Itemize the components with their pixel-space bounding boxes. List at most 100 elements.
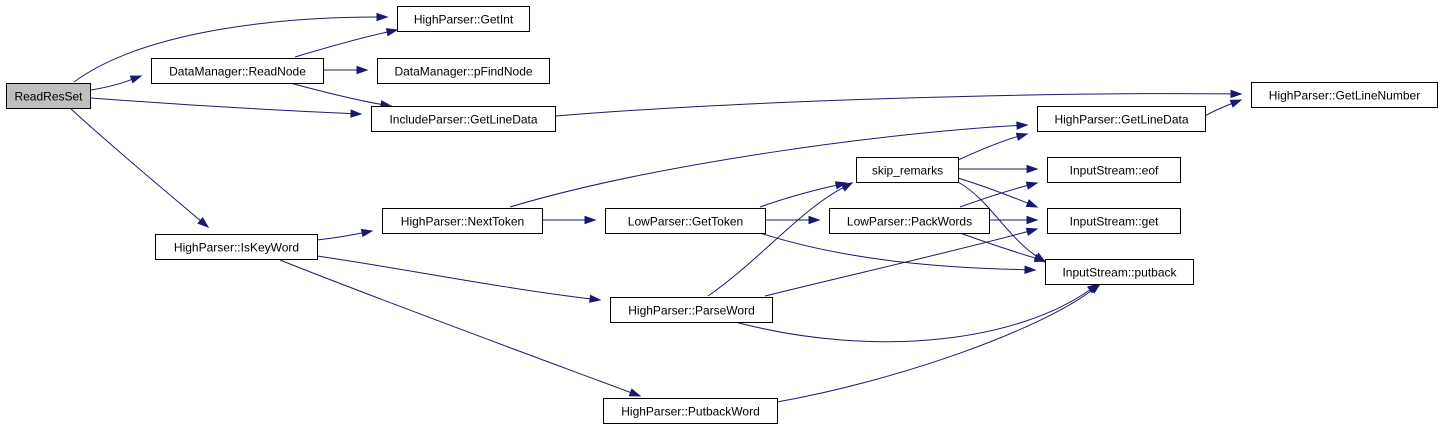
edge-hp-parseword-to-skip-remarks bbox=[707, 182, 854, 297]
node-box bbox=[856, 157, 959, 183]
node-is-get[interactable]: InputStream::get bbox=[1047, 208, 1181, 234]
arrowhead-icon bbox=[376, 12, 389, 22]
arrowhead-icon bbox=[628, 388, 642, 397]
node-label: HighParser::GetInt bbox=[414, 13, 514, 27]
edge-line bbox=[734, 288, 1091, 343]
arrowhead-icon bbox=[808, 215, 821, 225]
edge-line bbox=[764, 230, 1029, 297]
node-lp-packwords[interactable]: LowParser::PackWords bbox=[829, 208, 990, 234]
node-dm-readnode[interactable]: DataManager::ReadNode bbox=[151, 58, 324, 84]
edge-dm-readnode-to-dm-pfindnode bbox=[323, 65, 369, 75]
edge-hp-parseword-to-is-get bbox=[764, 227, 1039, 297]
edge-hp-nexttoken-to-hp-getlinedata bbox=[509, 121, 1029, 208]
node-hp-getint[interactable]: HighParser::GetInt bbox=[397, 6, 530, 32]
edge-line bbox=[959, 184, 1029, 208]
node-box bbox=[397, 6, 530, 32]
edge-hp-parseword-to-is-putback bbox=[734, 283, 1100, 343]
edge-line bbox=[959, 232, 1037, 259]
node-label: HighParser::IsKeyWord bbox=[174, 241, 299, 255]
node-skip-remarks[interactable]: skip_remarks bbox=[856, 157, 959, 183]
edge-readresset-to-dm-readnode bbox=[90, 75, 143, 91]
node-box bbox=[1045, 259, 1194, 285]
node-label: HighParser::GetLineData bbox=[1054, 113, 1188, 127]
node-dm-pfindnode[interactable]: DataManager::pFindNode bbox=[377, 58, 550, 84]
node-readresset[interactable]: ReadResSet bbox=[6, 83, 91, 109]
edge-line bbox=[707, 186, 845, 297]
node-label: InputStream::eof bbox=[1070, 164, 1159, 178]
arrowhead-icon bbox=[589, 294, 602, 303]
node-label: ReadResSet bbox=[14, 90, 83, 104]
node-box bbox=[377, 58, 550, 84]
arrowhead-icon bbox=[1016, 121, 1029, 130]
edge-line bbox=[509, 124, 1019, 208]
node-hp-putbackword[interactable]: HighParser::PutbackWord bbox=[603, 398, 778, 424]
edge-lp-gettoken-to-is-putback bbox=[759, 232, 1037, 274]
node-is-putback[interactable]: InputStream::putback bbox=[1045, 259, 1194, 285]
node-is-eof[interactable]: InputStream::eof bbox=[1047, 157, 1181, 183]
edge-line bbox=[316, 255, 592, 300]
node-label: LowParser::PackWords bbox=[847, 215, 972, 229]
node-box bbox=[610, 297, 773, 323]
arrowhead-icon bbox=[1025, 199, 1039, 208]
node-hp-getlinedata[interactable]: HighParser::GetLineData bbox=[1037, 106, 1206, 132]
edge-line bbox=[90, 78, 133, 91]
edge-line bbox=[776, 289, 1094, 403]
edge-dm-readnode-to-hp-getint bbox=[294, 28, 399, 58]
edge-line bbox=[294, 31, 389, 58]
edge-ip-getlinedata-to-hp-getlinenumber bbox=[555, 89, 1243, 117]
arrowhead-icon bbox=[1026, 215, 1039, 225]
edge-skip-remarks-to-is-get bbox=[957, 177, 1039, 208]
node-box bbox=[603, 398, 778, 424]
edge-readresset-to-hp-getint bbox=[73, 12, 389, 83]
edge-lp-packwords-to-is-get bbox=[989, 215, 1039, 225]
edge-line bbox=[555, 93, 1233, 117]
edge-hp-getlinedata-to-hp-getlinenumber bbox=[1204, 99, 1243, 117]
node-box bbox=[1251, 82, 1438, 108]
edge-line bbox=[759, 232, 1027, 271]
node-label: HighParser::ParseWord bbox=[628, 304, 755, 318]
edge-line bbox=[957, 181, 1038, 258]
edge-line bbox=[957, 135, 1019, 161]
edge-skip-remarks-to-is-eof bbox=[957, 164, 1039, 174]
node-box bbox=[829, 208, 990, 234]
edge-line bbox=[759, 184, 838, 208]
edge-hp-putbackword-to-is-putback bbox=[776, 283, 1102, 403]
node-label: InputStream::get bbox=[1070, 215, 1159, 229]
edge-hp-nexttoken-to-lp-gettoken bbox=[542, 215, 597, 225]
edge-lp-packwords-to-is-putback bbox=[959, 232, 1047, 263]
node-box bbox=[382, 208, 543, 234]
edge-line bbox=[279, 259, 632, 394]
arrowhead-icon bbox=[1025, 181, 1039, 190]
node-label: DataManager::pFindNode bbox=[394, 65, 532, 79]
node-box bbox=[151, 58, 324, 84]
node-box bbox=[1047, 157, 1181, 183]
arrowhead-icon bbox=[360, 228, 374, 238]
node-lp-gettoken[interactable]: LowParser::GetToken bbox=[605, 208, 766, 234]
node-hp-parseword[interactable]: HighParser::ParseWord bbox=[610, 297, 773, 323]
arrowhead-icon bbox=[840, 182, 854, 192]
edge-lp-gettoken-to-lp-packwords bbox=[765, 215, 821, 225]
node-ip-getlinedata[interactable]: IncludeParser::GetLineData bbox=[371, 106, 556, 132]
node-box bbox=[605, 208, 766, 234]
edge-readresset-to-ip-getlinedata bbox=[90, 97, 363, 118]
node-box bbox=[155, 234, 318, 260]
edges-layer bbox=[69, 12, 1243, 403]
node-label: HighParser::GetLineNumber bbox=[1269, 89, 1420, 103]
arrowhead-icon bbox=[356, 65, 369, 75]
arrowhead-icon bbox=[1089, 283, 1102, 294]
node-hp-iskeyword[interactable]: HighParser::IsKeyWord bbox=[155, 234, 318, 260]
arrowhead-icon bbox=[129, 75, 143, 84]
edge-skip-remarks-to-hp-getlinedata bbox=[957, 132, 1029, 161]
node-label: IncludeParser::GetLineData bbox=[389, 113, 537, 127]
edge-lp-packwords-to-is-eof bbox=[959, 181, 1039, 208]
arrowhead-icon bbox=[1229, 99, 1243, 108]
arrowhead-icon bbox=[197, 217, 210, 228]
node-hp-getlinenumber[interactable]: HighParser::GetLineNumber bbox=[1251, 82, 1438, 108]
edge-readresset-to-hp-iskeyword bbox=[69, 107, 210, 228]
edge-line bbox=[90, 97, 353, 115]
arrowhead-icon bbox=[1024, 265, 1037, 274]
node-hp-nexttoken[interactable]: HighParser::NextToken bbox=[382, 208, 543, 234]
arrowhead-icon bbox=[350, 109, 363, 118]
edge-line bbox=[289, 82, 383, 106]
arrowhead-icon bbox=[1230, 89, 1243, 99]
